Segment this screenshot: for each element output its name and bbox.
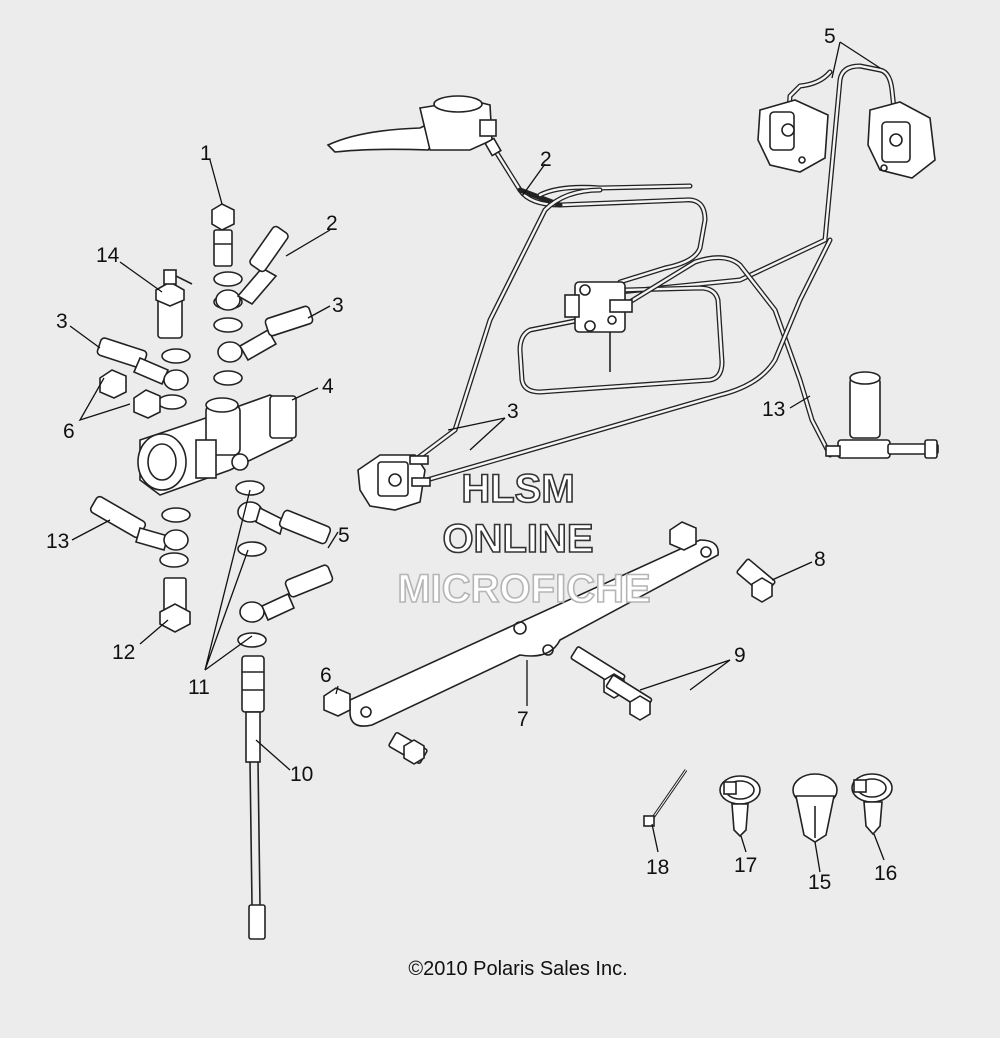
callout-15: 15 xyxy=(808,871,831,894)
copyright-notice: ©2010 Polaris Sales Inc. xyxy=(408,958,627,980)
rear-caliper xyxy=(357,454,431,511)
callout-17: 17 xyxy=(734,854,757,877)
callout-11: 11 xyxy=(188,676,210,699)
watermark-line-1: HLSM xyxy=(461,467,574,511)
part-17-clip xyxy=(719,775,761,838)
callout-9: 9 xyxy=(734,644,746,667)
front-caliper-right xyxy=(867,101,936,179)
front-caliper-left xyxy=(757,99,829,173)
callout-5-top: 5 xyxy=(824,25,836,48)
callout-13-right: 13 xyxy=(762,398,785,421)
part-6-nuts-left xyxy=(99,369,161,419)
callout-16: 16 xyxy=(874,862,897,885)
part-12-banjo-bolt xyxy=(159,577,191,633)
callout-6-bracket: 6 xyxy=(320,664,332,687)
part-18-cable-tie xyxy=(643,769,688,827)
callout-12: 12 xyxy=(112,641,135,664)
callout-numbers: 1 2 2 3 3 3 4 5 5 6 6 7 8 9 10 11 12 13 … xyxy=(46,25,897,894)
part-5-line-fittings xyxy=(237,501,334,623)
sealing-washers xyxy=(157,271,267,648)
brake-line-routing xyxy=(412,63,899,485)
callout-10: 10 xyxy=(290,763,313,786)
part-14-bleeder-switch xyxy=(155,269,193,339)
center-valve-assembly xyxy=(564,281,633,372)
part-3-line-fitting-right xyxy=(217,305,314,363)
watermark-line-3: MICROFICHE xyxy=(397,567,650,611)
watermark-line-2: ONLINE xyxy=(442,517,593,561)
part-10-brake-hose xyxy=(241,655,266,940)
callout-3-right: 3 xyxy=(507,400,519,423)
callout-13-left: 13 xyxy=(46,530,69,553)
part-7-mounting-bracket xyxy=(349,539,719,727)
hand-master-cylinder xyxy=(326,95,502,157)
callout-3-left: 3 xyxy=(56,310,68,333)
part-13-line-fitting xyxy=(89,495,189,551)
leader-lines xyxy=(69,41,885,873)
foot-master-cylinder xyxy=(825,371,939,459)
part-bolt-lower xyxy=(388,732,428,765)
callout-4: 4 xyxy=(322,375,334,398)
part-1-banjo-bolt xyxy=(211,203,235,267)
part-3-line-fitting-left xyxy=(96,337,189,391)
watermark: HLSM ONLINE MICROFICHE xyxy=(397,466,652,612)
callout-6-left: 6 xyxy=(63,420,75,443)
callout-7: 7 xyxy=(517,708,529,731)
callout-8: 8 xyxy=(814,548,826,571)
callout-14: 14 xyxy=(96,244,120,267)
part-9-bolts xyxy=(570,646,653,721)
callout-2-left: 2 xyxy=(326,212,338,235)
part-15-clip xyxy=(792,773,838,843)
part-16-clip xyxy=(851,773,893,836)
part-6-nuts-bracket xyxy=(323,521,697,717)
callout-2-right: 2 xyxy=(540,148,552,171)
callout-1: 1 xyxy=(200,142,212,165)
callout-5-left: 5 xyxy=(338,524,350,547)
callout-3-mid: 3 xyxy=(332,294,344,317)
part-4-junction-block xyxy=(137,394,297,496)
part-2-line-fitting xyxy=(215,225,289,311)
part-8-bolt xyxy=(736,558,776,603)
callout-18: 18 xyxy=(646,856,669,879)
